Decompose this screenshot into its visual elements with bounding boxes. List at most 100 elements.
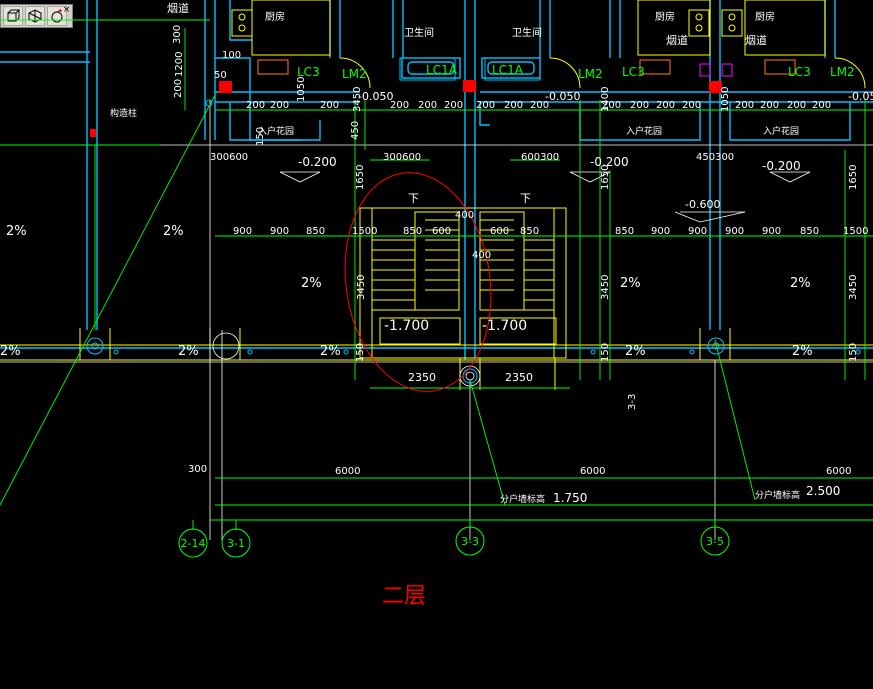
dim-1650-1: 1650: [355, 165, 366, 190]
grade-7: 2%: [178, 344, 199, 359]
dim-200-k: 200: [630, 100, 649, 111]
grade-4: 2%: [620, 276, 641, 291]
dim-6000-2: 6000: [580, 466, 605, 477]
entrance-label-3: 入户花园: [763, 125, 799, 137]
kitchen-label-1: 厨房: [265, 10, 285, 23]
dim-1500-1: 1500: [352, 226, 377, 237]
box-view-icon[interactable]: [3, 6, 23, 26]
dim-1400-v: 1400: [600, 87, 611, 112]
flue-label-left: 烟道: [167, 1, 189, 15]
dim-1500-2: 1500: [843, 226, 868, 237]
elev-neg1700-2: -1.700: [482, 318, 527, 334]
dim-200-d: 200: [390, 100, 409, 111]
dimension-lines: [0, 19, 873, 530]
window-lc1a-1: LC1A: [426, 63, 458, 77]
grade-1: 2%: [6, 224, 27, 239]
dim-900-3: 900: [651, 226, 670, 237]
dim-50: 50: [214, 70, 227, 81]
dim-200-f: 200: [444, 100, 463, 111]
axis-bubble-3-5: [700, 526, 730, 556]
orbit-view-icon[interactable]: [47, 6, 67, 26]
white-text: 烟道 厨房 卫生间 卫生间 厨房 厨房 烟道 烟道 入户花园 入户花园 入户花园…: [0, 1, 873, 505]
grade-2: 2%: [163, 224, 184, 239]
dim-600-2: 600: [490, 226, 509, 237]
dim-1050-v2: 1050: [296, 77, 307, 102]
toolbar-close-button[interactable]: ×: [62, 5, 71, 15]
dim-2350-2: 2350: [505, 371, 533, 384]
dim-200-h: 200: [504, 100, 523, 111]
dim-850-3: 850: [520, 226, 539, 237]
dim-200-i: 200: [530, 100, 549, 111]
grade-5: 2%: [790, 276, 811, 291]
column-markers: [90, 80, 722, 137]
dim-450-v: 450: [350, 121, 361, 140]
elev-neg0050-3: -0.050: [848, 90, 873, 103]
dim-850-2: 850: [403, 226, 422, 237]
axis-labels: 2-14 3-1 3-3 3-5: [181, 535, 724, 550]
elev-neg0200-3: -0.200: [762, 159, 801, 173]
down-label-1: 下: [408, 192, 419, 205]
elev-2500: 2.500: [806, 484, 840, 498]
window-lc1a-2: LC1A: [492, 63, 524, 77]
dim-1650-2: 1650: [600, 165, 611, 190]
axis-label-3-5: 3-5: [706, 535, 724, 548]
dim-200-a: 200: [246, 100, 265, 111]
axis-label-2-14: 2-14: [181, 537, 206, 550]
dim-200-e: 200: [418, 100, 437, 111]
dim-400-1: 400: [455, 210, 474, 221]
kitchen-label-2: 厨房: [655, 10, 675, 23]
elev-1750: 1.750: [553, 491, 587, 505]
dim-850-1: 850: [306, 226, 325, 237]
pipe-note: 构造柱: [110, 107, 137, 119]
entrance-label-2: 入户花园: [626, 125, 662, 137]
dim-1050-v: 1050: [720, 87, 731, 112]
unit-elev-note-2: 分户墙标高: [755, 489, 800, 501]
axis-bubbles: [178, 526, 730, 558]
dim-300-bottom: 300: [188, 464, 207, 475]
grade-6: 2%: [0, 344, 21, 359]
elev-neg1700-1: -1.700: [384, 318, 429, 334]
dim-450300: 450300: [696, 152, 734, 163]
dim-200-v: 200: [173, 79, 184, 98]
dim-6000-3: 6000: [826, 466, 851, 477]
unit-elev-note-1: 分户墙标高: [500, 493, 545, 505]
white-lines: [0, 100, 873, 540]
entrance-label-1: 入户花园: [258, 125, 294, 137]
cube-view-icon[interactable]: [25, 6, 45, 26]
down-label-2: 下: [520, 192, 531, 205]
dim-600300: 600300: [521, 152, 559, 163]
dim-200-j: 200: [602, 100, 621, 111]
elev-neg0200-2: -0.200: [590, 155, 629, 169]
dim-150-v2: 150: [355, 343, 366, 362]
dim-2350-1: 2350: [408, 371, 436, 384]
grade-10: 2%: [792, 344, 813, 359]
flue-label-3: 烟道: [745, 33, 767, 47]
dim-200-b: 200: [270, 100, 289, 111]
dim-300600-2: 300600: [383, 152, 421, 163]
dim-150-v: 150: [255, 127, 266, 146]
dim-200-p: 200: [787, 100, 806, 111]
elev-neg0050-1: -0.050: [358, 90, 393, 103]
dim-150-v3: 150: [600, 343, 611, 362]
axis-bubble-3-1: [221, 528, 251, 558]
dim-3450-3: 3450: [848, 275, 859, 300]
dim-200-n: 200: [735, 100, 754, 111]
cad-toolbar: ×: [0, 4, 73, 28]
drains: [86, 99, 861, 384]
dim-400-2: 400: [472, 250, 491, 261]
dim-3450-2: 3450: [600, 275, 611, 300]
dim-200-q: 200: [812, 100, 831, 111]
dim-900-6: 900: [762, 226, 781, 237]
dim-850-5: 850: [800, 226, 819, 237]
window-lc3-1: LC3: [297, 65, 320, 79]
orbit-view-icon-svg: [51, 9, 63, 23]
dimension-text: 300 1200 200 100 50 200 200 200 200 200 …: [172, 25, 868, 410]
floor-title: 二层: [382, 584, 426, 609]
dim-200-c: 200: [320, 100, 339, 111]
dim-850-4: 850: [615, 226, 634, 237]
elev-neg0050-2: -0.050: [545, 90, 580, 103]
axis-bubble-2-14: [178, 528, 208, 558]
grade-8: 2%: [320, 344, 341, 359]
walls: [0, 0, 873, 360]
